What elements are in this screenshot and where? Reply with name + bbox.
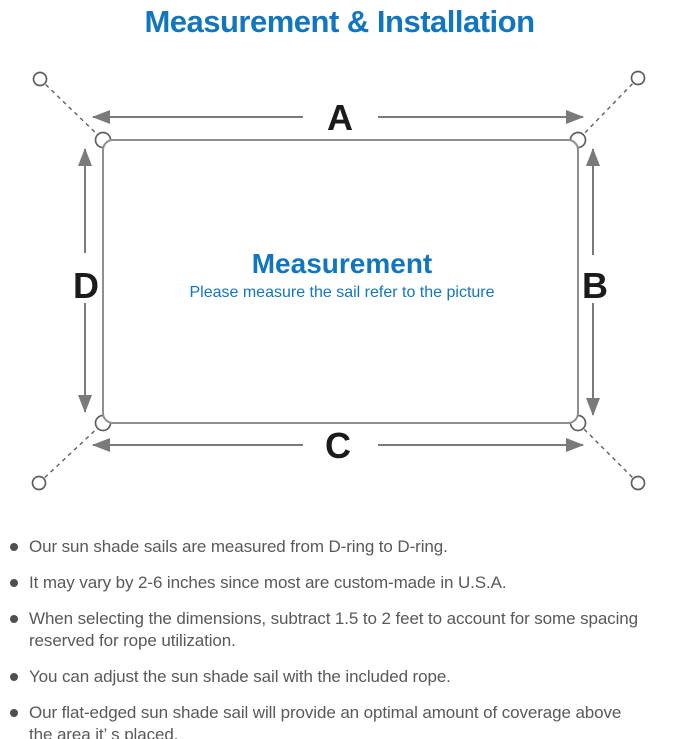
notes-list: Our sun shade sails are measured from D-…	[10, 536, 675, 739]
bullet-icon	[10, 543, 18, 551]
dimension-label-b: B	[582, 265, 608, 306]
tether-dashed-line-top-left	[39, 78, 104, 141]
list-item: Our flat-edged sun shade sail will provi…	[10, 702, 675, 739]
list-item: When selecting the dimensions, subtract …	[10, 608, 675, 652]
dimension-label-a: A	[327, 97, 353, 138]
anchor-ring-bottom-left	[31, 475, 47, 491]
tether-dashed-line-bottom-right	[577, 422, 639, 484]
note-line: reserved for rope utilization.	[29, 631, 236, 650]
tether-dashed-line-top-right	[577, 77, 639, 141]
note-line: You can adjust the sun shade sail with t…	[29, 667, 451, 686]
anchor-ring-bottom-right	[630, 475, 646, 491]
diagram-center-subtitle: Please measure the sail refer to the pic…	[189, 284, 494, 301]
list-item: You can adjust the sun shade sail with t…	[10, 666, 675, 688]
measurement-diagram: A B C D Measurement Please measure the s…	[0, 55, 679, 510]
tether-dashed-line-bottom-left	[38, 422, 104, 484]
note-line: the area it’ s placed.	[29, 725, 179, 739]
note-text: When selecting the dimensions, subtract …	[29, 608, 638, 652]
note-line: Our flat-edged sun shade sail will provi…	[29, 703, 622, 722]
bullet-icon	[10, 615, 18, 623]
sail-diagram-svg: A B C D Measurement Please measure the s…	[31, 70, 646, 491]
page-title: Measurement & Installation	[144, 4, 535, 39]
bullet-icon	[10, 579, 18, 587]
sail-outline	[102, 139, 579, 424]
note-line: Our sun shade sails are measured from D-…	[29, 537, 448, 556]
note-text: It may vary by 2-6 inches since most are…	[29, 572, 507, 594]
list-item: It may vary by 2-6 inches since most are…	[10, 572, 675, 594]
anchor-ring-top-right	[630, 70, 646, 86]
note-line: When selecting the dimensions, subtract …	[29, 609, 638, 628]
diagram-center-title: Measurement	[252, 248, 433, 279]
dimension-label-d: D	[73, 265, 99, 306]
list-item: Our sun shade sails are measured from D-…	[10, 536, 675, 558]
bullet-icon	[10, 709, 18, 717]
bullet-icon	[10, 673, 18, 681]
dimension-arrows	[78, 110, 600, 452]
anchor-ring-top-left	[32, 71, 48, 87]
note-text: You can adjust the sun shade sail with t…	[29, 666, 451, 688]
note-line: It may vary by 2-6 inches since most are…	[29, 573, 507, 592]
note-text: Our sun shade sails are measured from D-…	[29, 536, 448, 558]
dimension-label-c: C	[325, 425, 351, 466]
note-text: Our flat-edged sun shade sail will provi…	[29, 702, 621, 739]
